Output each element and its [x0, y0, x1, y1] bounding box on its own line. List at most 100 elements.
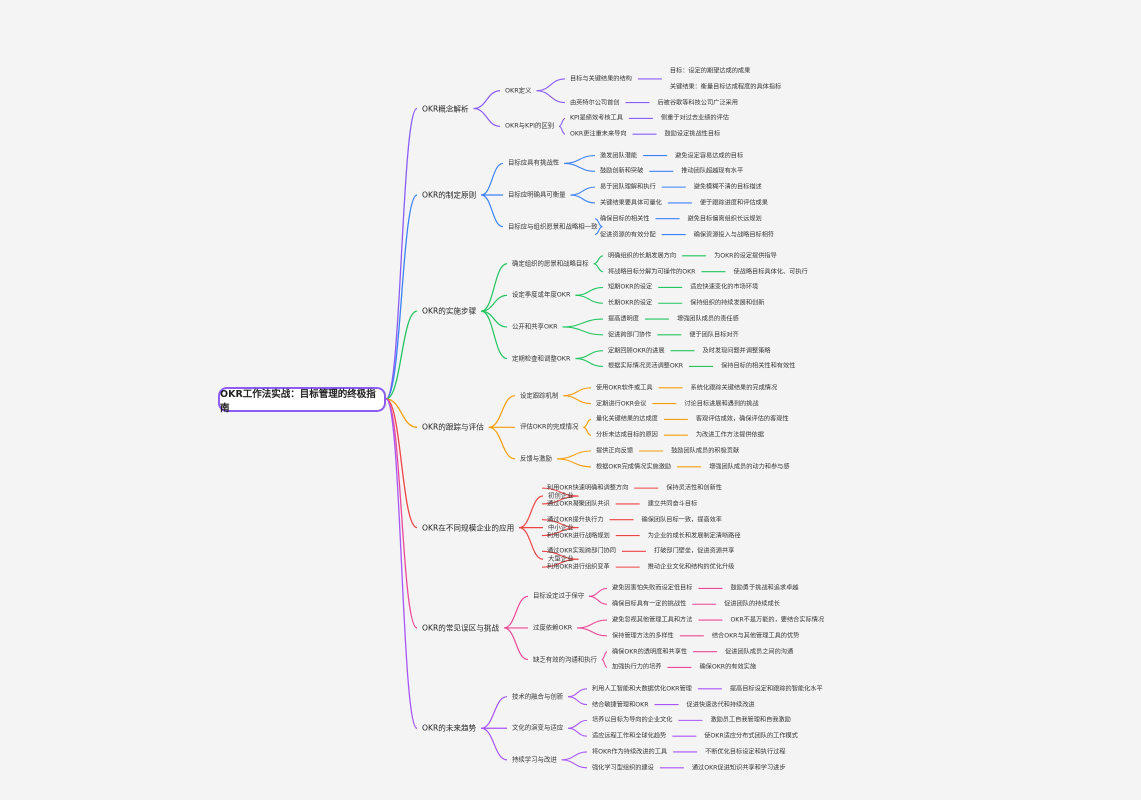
mindmap-topic[interactable]: 设定跟踪机制: [520, 391, 559, 400]
mindmap-subtopic[interactable]: 根据实际情况灵活调整OKR: [608, 362, 684, 370]
mindmap-topic[interactable]: 目标设定过于保守: [533, 591, 585, 600]
mindmap-leaf[interactable]: 增强团队成员的动力和参与感: [709, 463, 790, 471]
mindmap-topic[interactable]: OKR定义: [505, 86, 532, 95]
mindmap-leaf[interactable]: 保持目标的相关性和有效性: [721, 362, 796, 370]
mindmap-branch[interactable]: OKR在不同规模企业的应用: [422, 523, 515, 533]
mindmap-subtopic[interactable]: 避免因害怕失败而设定低目标: [612, 584, 693, 592]
mindmap-topic[interactable]: 过度依赖OKR: [533, 623, 573, 632]
mindmap-leaf[interactable]: 使战略目标具体化、可执行: [733, 268, 808, 276]
mindmap-topic[interactable]: 文化的演变与适应: [512, 723, 564, 732]
mindmap-branch[interactable]: OKR的未来趋势: [422, 723, 477, 733]
mindmap-leaf[interactable]: 系统化跟踪关键结果的完成情况: [690, 384, 778, 392]
mindmap-topic[interactable]: 定期检查和调整OKR: [512, 354, 571, 363]
mindmap-leaf[interactable]: 确保资源投入与战略目标相符: [693, 231, 775, 239]
mindmap-subtopic[interactable]: 通过OKR凝聚团队共识: [547, 500, 610, 508]
mindmap-subtopic[interactable]: 结合敏捷管理和OKR: [592, 701, 649, 709]
mindmap-subtopic[interactable]: 定期回顾OKR的进展: [608, 347, 665, 355]
mindmap-leaf[interactable]: 为企业的成长和发展制定清晰路径: [647, 532, 741, 540]
mindmap-subtopic[interactable]: 明确组织的长期发展方向: [608, 252, 677, 260]
mindmap-leaf[interactable]: 后被谷歌等科技公司广泛采用: [657, 99, 738, 107]
mindmap-subtopic[interactable]: 避免忽视其他管理工具和方法: [612, 616, 693, 624]
mindmap-subtopic[interactable]: 将OKR作为持续改进的工具: [592, 748, 668, 756]
mindmap-topic[interactable]: 目标应与组织愿景和战略相一致: [508, 222, 598, 231]
mindmap-branch[interactable]: OKR的常见误区与挑战: [422, 623, 499, 633]
mindmap-leaf[interactable]: 讨论目标进展和遇到的挑战: [684, 400, 759, 408]
mindmap-subtopic[interactable]: 易于团队理解和执行: [600, 183, 656, 191]
mindmap-subtopic[interactable]: 使用OKR软件或工具: [596, 384, 653, 392]
mindmap-leaf[interactable]: 避免模糊不清的目标描述: [693, 183, 762, 191]
mindmap-subtopic[interactable]: 利用OKR快速明确和调整方向: [547, 484, 629, 492]
mindmap-leaf[interactable]: 促进团队成员之间的沟通: [725, 648, 794, 656]
mindmap-leaf[interactable]: 增强团队成员的责任感: [676, 315, 739, 323]
mindmap-leaf[interactable]: 激励员工自我管理和自我激励: [710, 716, 791, 724]
mindmap-subtopic[interactable]: 定期进行OKR会议: [596, 400, 647, 408]
mindmap-subtopic[interactable]: 关键结果要具体可量化: [600, 199, 662, 207]
mindmap-subtopic[interactable]: 提高透明度: [608, 315, 639, 323]
mindmap-leaf[interactable]: 促进快速迭代和持续改进: [686, 701, 755, 709]
mindmap-topic[interactable]: 反馈与激励: [520, 454, 552, 463]
mindmap-root[interactable]: OKR工作法实战：目标管理的终极指南: [218, 387, 386, 414]
mindmap-subtopic[interactable]: 培养以目标为导向的企业文化: [592, 716, 673, 724]
mindmap-leaf[interactable]: 结合OKR与其他管理工具的优势: [711, 632, 800, 640]
mindmap-leaf[interactable]: 推动团队超越现有水平: [681, 167, 744, 175]
mindmap-topic[interactable]: 目标应具有挑战性: [508, 158, 560, 167]
mindmap-leaf[interactable]: 避免设定容易达成的目标: [675, 152, 744, 160]
mindmap-subtopic[interactable]: 促进跨部门协作: [608, 331, 652, 339]
mindmap-subtopic[interactable]: 将战略目标分解为可操作的OKR: [608, 268, 696, 276]
mindmap-leaf[interactable]: 关键结果：衡量目标达成程度的具体指标: [669, 83, 782, 91]
mindmap-leaf[interactable]: 为OKR的设定提供指导: [714, 252, 777, 260]
mindmap-subtopic[interactable]: 通过OKR提升执行力: [547, 516, 604, 524]
mindmap-subtopic[interactable]: 保持管理方法的多样性: [612, 632, 674, 640]
mindmap-subtopic[interactable]: 量化关键结果的达成度: [596, 415, 658, 423]
mindmap-subtopic[interactable]: 确保目标具有一定的挑战性: [612, 600, 687, 608]
mindmap-leaf[interactable]: 避免目标偏离组织长远规划: [687, 215, 762, 223]
mindmap-branch[interactable]: OKR的跟踪与评估: [422, 422, 484, 432]
mindmap-leaf[interactable]: 便于团队目标对齐: [689, 331, 739, 339]
mindmap-subtopic[interactable]: OKR更注重未来导向: [570, 130, 627, 138]
mindmap-leaf[interactable]: 适应快速变化的市场环境: [690, 283, 759, 291]
mindmap-subtopic[interactable]: 加强执行力的培养: [612, 663, 662, 671]
mindmap-subtopic[interactable]: 目标与关键结果的结构: [570, 75, 632, 83]
mindmap-subtopic[interactable]: 长期OKR的设定: [608, 299, 653, 307]
mindmap-subtopic[interactable]: 确保目标的相关性: [600, 215, 650, 223]
mindmap-topic[interactable]: 技术的融合与创新: [512, 692, 564, 701]
mindmap-leaf[interactable]: 及时发现问题并调整策略: [702, 347, 771, 355]
mindmap-branch[interactable]: OKR的制定原则: [422, 190, 477, 200]
mindmap-subtopic[interactable]: KPI是绩效考核工具: [570, 114, 623, 122]
mindmap-topic[interactable]: 确定组织的愿景和战略目标: [512, 259, 589, 268]
mindmap-branch[interactable]: OKR的实施步骤: [422, 306, 477, 316]
mindmap-topic[interactable]: 公开和共享OKR: [512, 322, 558, 331]
mindmap-subtopic[interactable]: 由英特尔公司首创: [570, 99, 620, 107]
mindmap-topic[interactable]: 初创企业: [548, 491, 574, 500]
mindmap-topic[interactable]: 大型企业: [548, 554, 574, 563]
mindmap-topic[interactable]: 持续学习与改进: [512, 755, 557, 764]
mindmap-subtopic[interactable]: 确保OKR的透明度和共享性: [612, 648, 688, 656]
mindmap-leaf[interactable]: 鼓励勇于挑战和追求卓越: [730, 584, 799, 592]
mindmap-subtopic[interactable]: 通过OKR实现跨部门协同: [547, 547, 616, 555]
mindmap-leaf[interactable]: 确保OKR的有效实施: [699, 663, 757, 671]
mindmap-leaf[interactable]: 目标：设定的期望达成的成果: [669, 67, 751, 75]
mindmap-branch[interactable]: OKR概念解析: [422, 104, 469, 114]
mindmap-leaf[interactable]: OKR不是万能的，要结合实际情况: [730, 616, 825, 624]
mindmap-leaf[interactable]: 打破部门壁垒，促进资源共享: [653, 547, 735, 555]
mindmap-leaf[interactable]: 保持灵活性和创新性: [666, 484, 722, 492]
mindmap-topic[interactable]: 设定季度或年度OKR: [512, 290, 571, 299]
mindmap-leaf[interactable]: 促进团队的持续成长: [724, 600, 780, 608]
mindmap-leaf[interactable]: 便于跟踪进度和评估成果: [699, 199, 768, 207]
mindmap-topic[interactable]: 评估OKR的完成情况: [520, 422, 579, 431]
mindmap-leaf[interactable]: 建立共同奋斗目标: [647, 500, 698, 508]
mindmap-leaf[interactable]: 客观评估成效，确保评估的客观性: [695, 415, 789, 423]
mindmap-topic[interactable]: 中小企业: [548, 523, 574, 532]
mindmap-subtopic[interactable]: 促进资源的有效分配: [600, 231, 656, 239]
mindmap-leaf[interactable]: 鼓励团队成员的积极贡献: [671, 447, 740, 455]
mindmap-subtopic[interactable]: 适应远程工作和全球化趋势: [592, 732, 667, 740]
mindmap-subtopic[interactable]: 鼓励创新和突破: [600, 167, 644, 175]
mindmap-leaf[interactable]: 侧重于对过去业绩的评估: [660, 114, 729, 122]
mindmap-leaf[interactable]: 提高目标设定和跟踪的智能化水平: [729, 685, 823, 693]
mindmap-subtopic[interactable]: 强化学习型组织的建设: [592, 764, 654, 772]
mindmap-topic[interactable]: OKR与KPI的区别: [505, 121, 555, 130]
mindmap-subtopic[interactable]: 激发团队潜能: [600, 152, 638, 160]
mindmap-leaf[interactable]: 为改进工作方法提供依据: [695, 431, 764, 439]
mindmap-leaf[interactable]: 使OKR适应分布式团队的工作模式: [704, 732, 798, 740]
mindmap-leaf[interactable]: 确保团队目标一致，提高效率: [641, 516, 722, 524]
